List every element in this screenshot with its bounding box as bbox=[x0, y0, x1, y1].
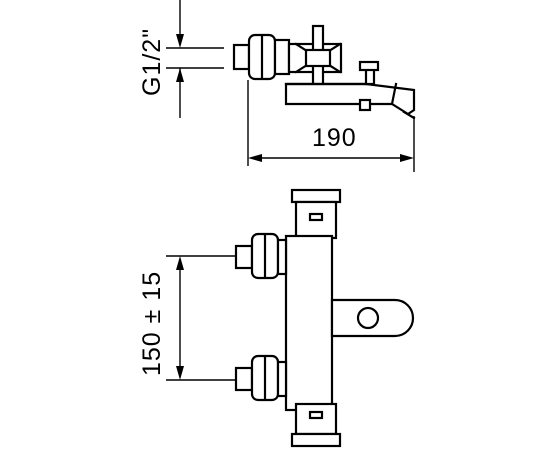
thread-dimension-label: G1/2" bbox=[138, 28, 166, 96]
spacing-dimension-label: 150 ± 15 bbox=[138, 271, 166, 376]
side-view: G1/2" bbox=[138, 0, 416, 172]
thread-dimension: G1/2" bbox=[138, 0, 224, 118]
front-spout bbox=[330, 298, 415, 338]
width-dimension: 190 bbox=[247, 80, 415, 172]
top-handle-icon bbox=[290, 188, 342, 240]
lower-inlet bbox=[234, 354, 288, 402]
side-inlet bbox=[232, 33, 277, 81]
front-body bbox=[284, 234, 334, 412]
bottom-handle-icon bbox=[290, 402, 342, 448]
width-dimension-label: 190 bbox=[312, 124, 357, 152]
diverter-knob-icon bbox=[356, 306, 380, 330]
spacing-dimension: 150 ± 15 bbox=[138, 255, 238, 381]
upper-inlet bbox=[234, 232, 288, 280]
side-body bbox=[273, 24, 343, 90]
front-view: 150 ± 15 bbox=[138, 188, 415, 448]
side-spout bbox=[284, 60, 416, 120]
